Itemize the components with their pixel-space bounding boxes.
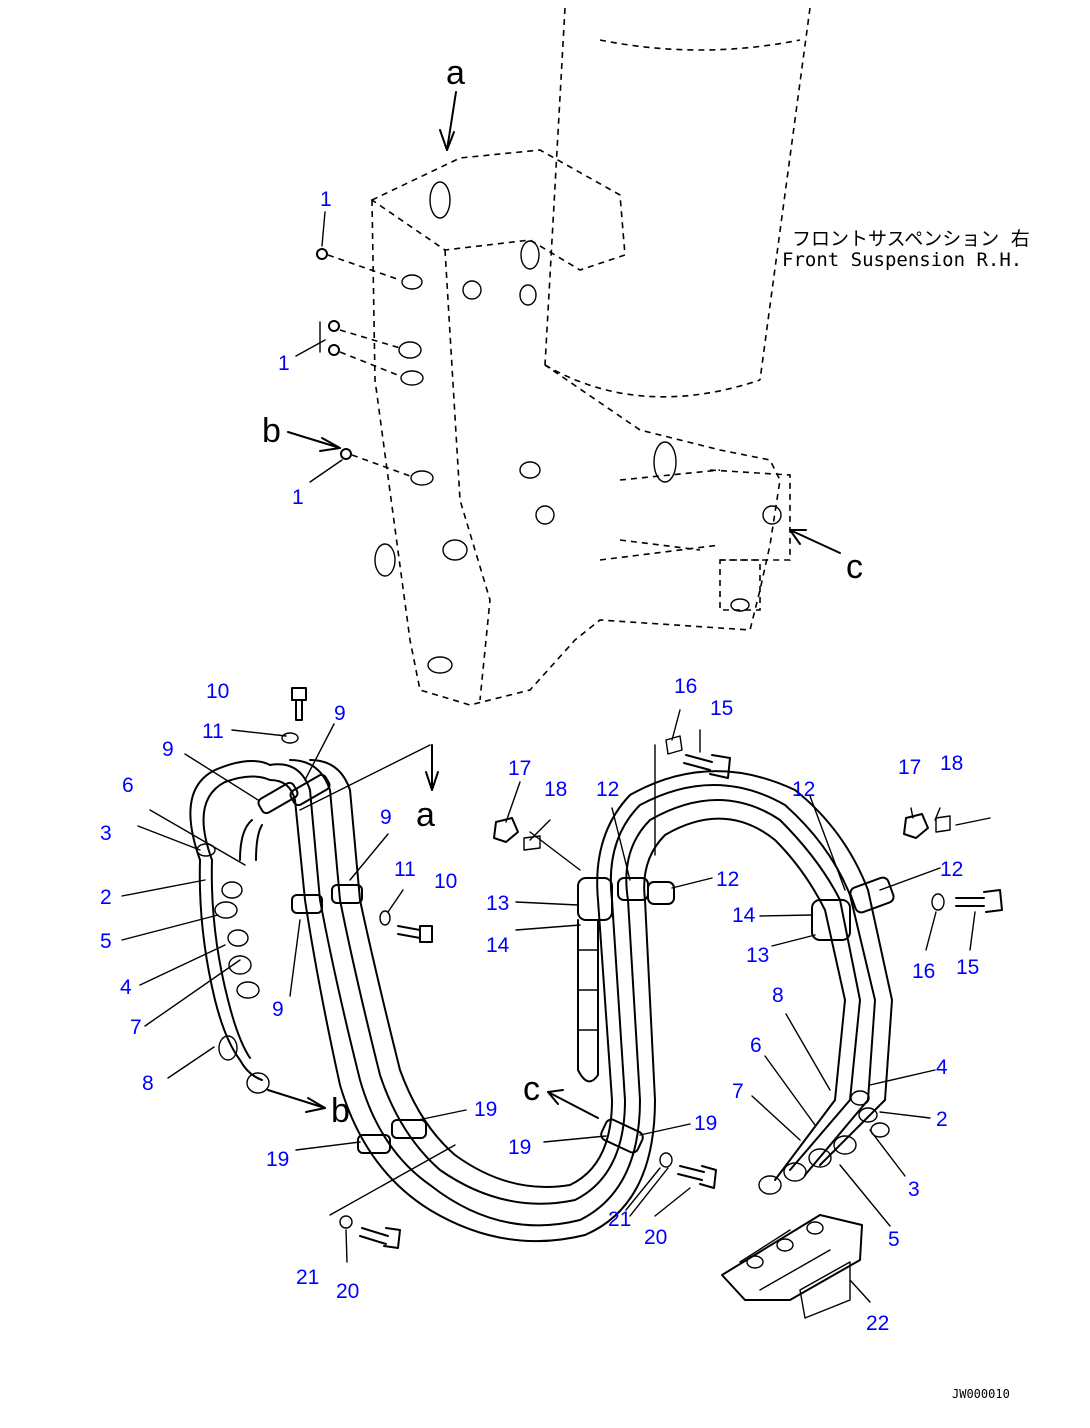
label-21: 21 [608,1208,631,1231]
label-16: 16 [674,675,697,698]
caption-jp: フロントサスペンション 右 [792,228,1030,250]
label-22: 22 [866,1312,889,1335]
label-13: 13 [486,892,509,915]
label-17: 17 [898,756,921,779]
label-4: 4 [120,976,132,999]
drawing-code: JW000010 [952,1387,1010,1401]
label-9: 9 [380,806,392,829]
caption-en: Front Suspension R.H. [782,249,1022,271]
label-9: 9 [272,998,284,1021]
view-letter-b-bottom: b [331,1092,350,1130]
label-1: 1 [278,352,290,375]
label-1: 1 [320,188,332,211]
label-11: 11 [394,858,416,881]
label-12: 12 [716,868,739,891]
label-7: 7 [732,1080,744,1103]
label-5: 5 [100,930,112,953]
part-labels: 1 1 1 10 11 9 9 6 3 2 5 4 7 8 9 11 10 9 … [100,188,979,1335]
label-13: 13 [746,944,769,967]
leader-lines [121,709,976,1303]
view-letter-a-bottom: a [416,796,435,834]
label-15: 15 [710,697,733,720]
label-3: 3 [908,1178,920,1201]
label-20: 20 [336,1280,359,1303]
label-2: 2 [936,1108,948,1131]
label-6: 6 [750,1034,762,1057]
label-14: 14 [732,904,756,927]
caption-block: フロントサスペンション 右 Front Suspension R.H. [782,228,1030,271]
o-ring-3 [328,344,340,356]
o-ring-1 [316,248,328,260]
o-ring-2 [328,320,340,332]
label-17: 17 [508,757,531,780]
label-15: 15 [956,956,979,979]
label-8: 8 [772,984,784,1007]
label-19: 19 [508,1136,531,1159]
label-8: 8 [142,1072,154,1095]
view-letter-b-top: b [262,412,281,450]
label-11: 11 [202,720,224,743]
label-9: 9 [162,738,174,761]
label-12: 12 [792,778,815,801]
left-hose-bundle [189,687,893,1249]
label-6: 6 [122,774,134,797]
label-14: 14 [486,934,510,957]
view-letter-c-bottom: c [523,1070,540,1108]
label-5: 5 [888,1228,900,1251]
label-16: 16 [912,960,935,983]
o-ring-4 [340,448,352,460]
label-7: 7 [130,1016,142,1039]
label-21: 21 [296,1266,319,1289]
label-10: 10 [206,680,229,703]
label-18: 18 [544,778,567,801]
right-hose-bundle [493,735,1003,1319]
label-19: 19 [694,1112,717,1135]
label-3: 3 [100,822,112,845]
label-19: 19 [266,1148,289,1171]
label-10: 10 [434,870,457,893]
view-letter-a-top: a [446,54,465,92]
label-2: 2 [100,886,112,909]
front-suspension-assembly [287,7,841,706]
label-19: 19 [474,1098,497,1121]
view-letter-c-top: c [846,548,863,586]
label-18: 18 [940,752,963,775]
label-12: 12 [596,778,619,801]
label-1: 1 [292,486,304,509]
label-9: 9 [334,702,346,725]
label-20: 20 [644,1226,667,1249]
label-12: 12 [940,858,963,881]
label-4: 4 [936,1056,948,1079]
